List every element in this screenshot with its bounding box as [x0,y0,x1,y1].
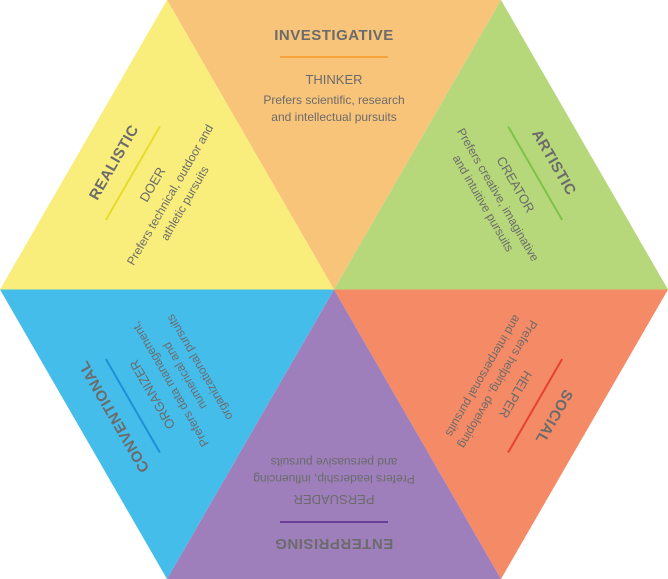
investigative-title: INVESTIGATIVE [274,27,394,44]
investigative-role: THINKER [305,72,362,87]
enterprising-title: ENTERPRISING [275,535,394,552]
segment-enterprising [167,289,501,579]
social-accent-line [507,358,564,454]
enterprising-desc-line1: Prefers leadership, influencing [253,472,414,486]
investigative-desc-line1: Prefers scientific, research [263,93,404,107]
label-group-investigative: INVESTIGATIVE THINKER Prefers scientific… [263,27,404,124]
segment-investigative [167,0,501,290]
segment-artistic [334,0,668,290]
artistic-accent-line [507,125,564,221]
investigative-desc-line2: and intellectual pursuits [271,110,396,124]
conventional-accent-line [104,358,161,454]
enterprising-role: PERSUADER [294,492,375,507]
segment-realistic [0,0,334,290]
segment-conventional [0,289,334,579]
enterprising-desc-line2: and persuasive pursuits [271,455,398,469]
realistic-accent-line [104,125,161,221]
segment-social [334,289,668,579]
label-group-enterprising: ENTERPRISING PERSUADER Prefers leadershi… [253,455,414,552]
